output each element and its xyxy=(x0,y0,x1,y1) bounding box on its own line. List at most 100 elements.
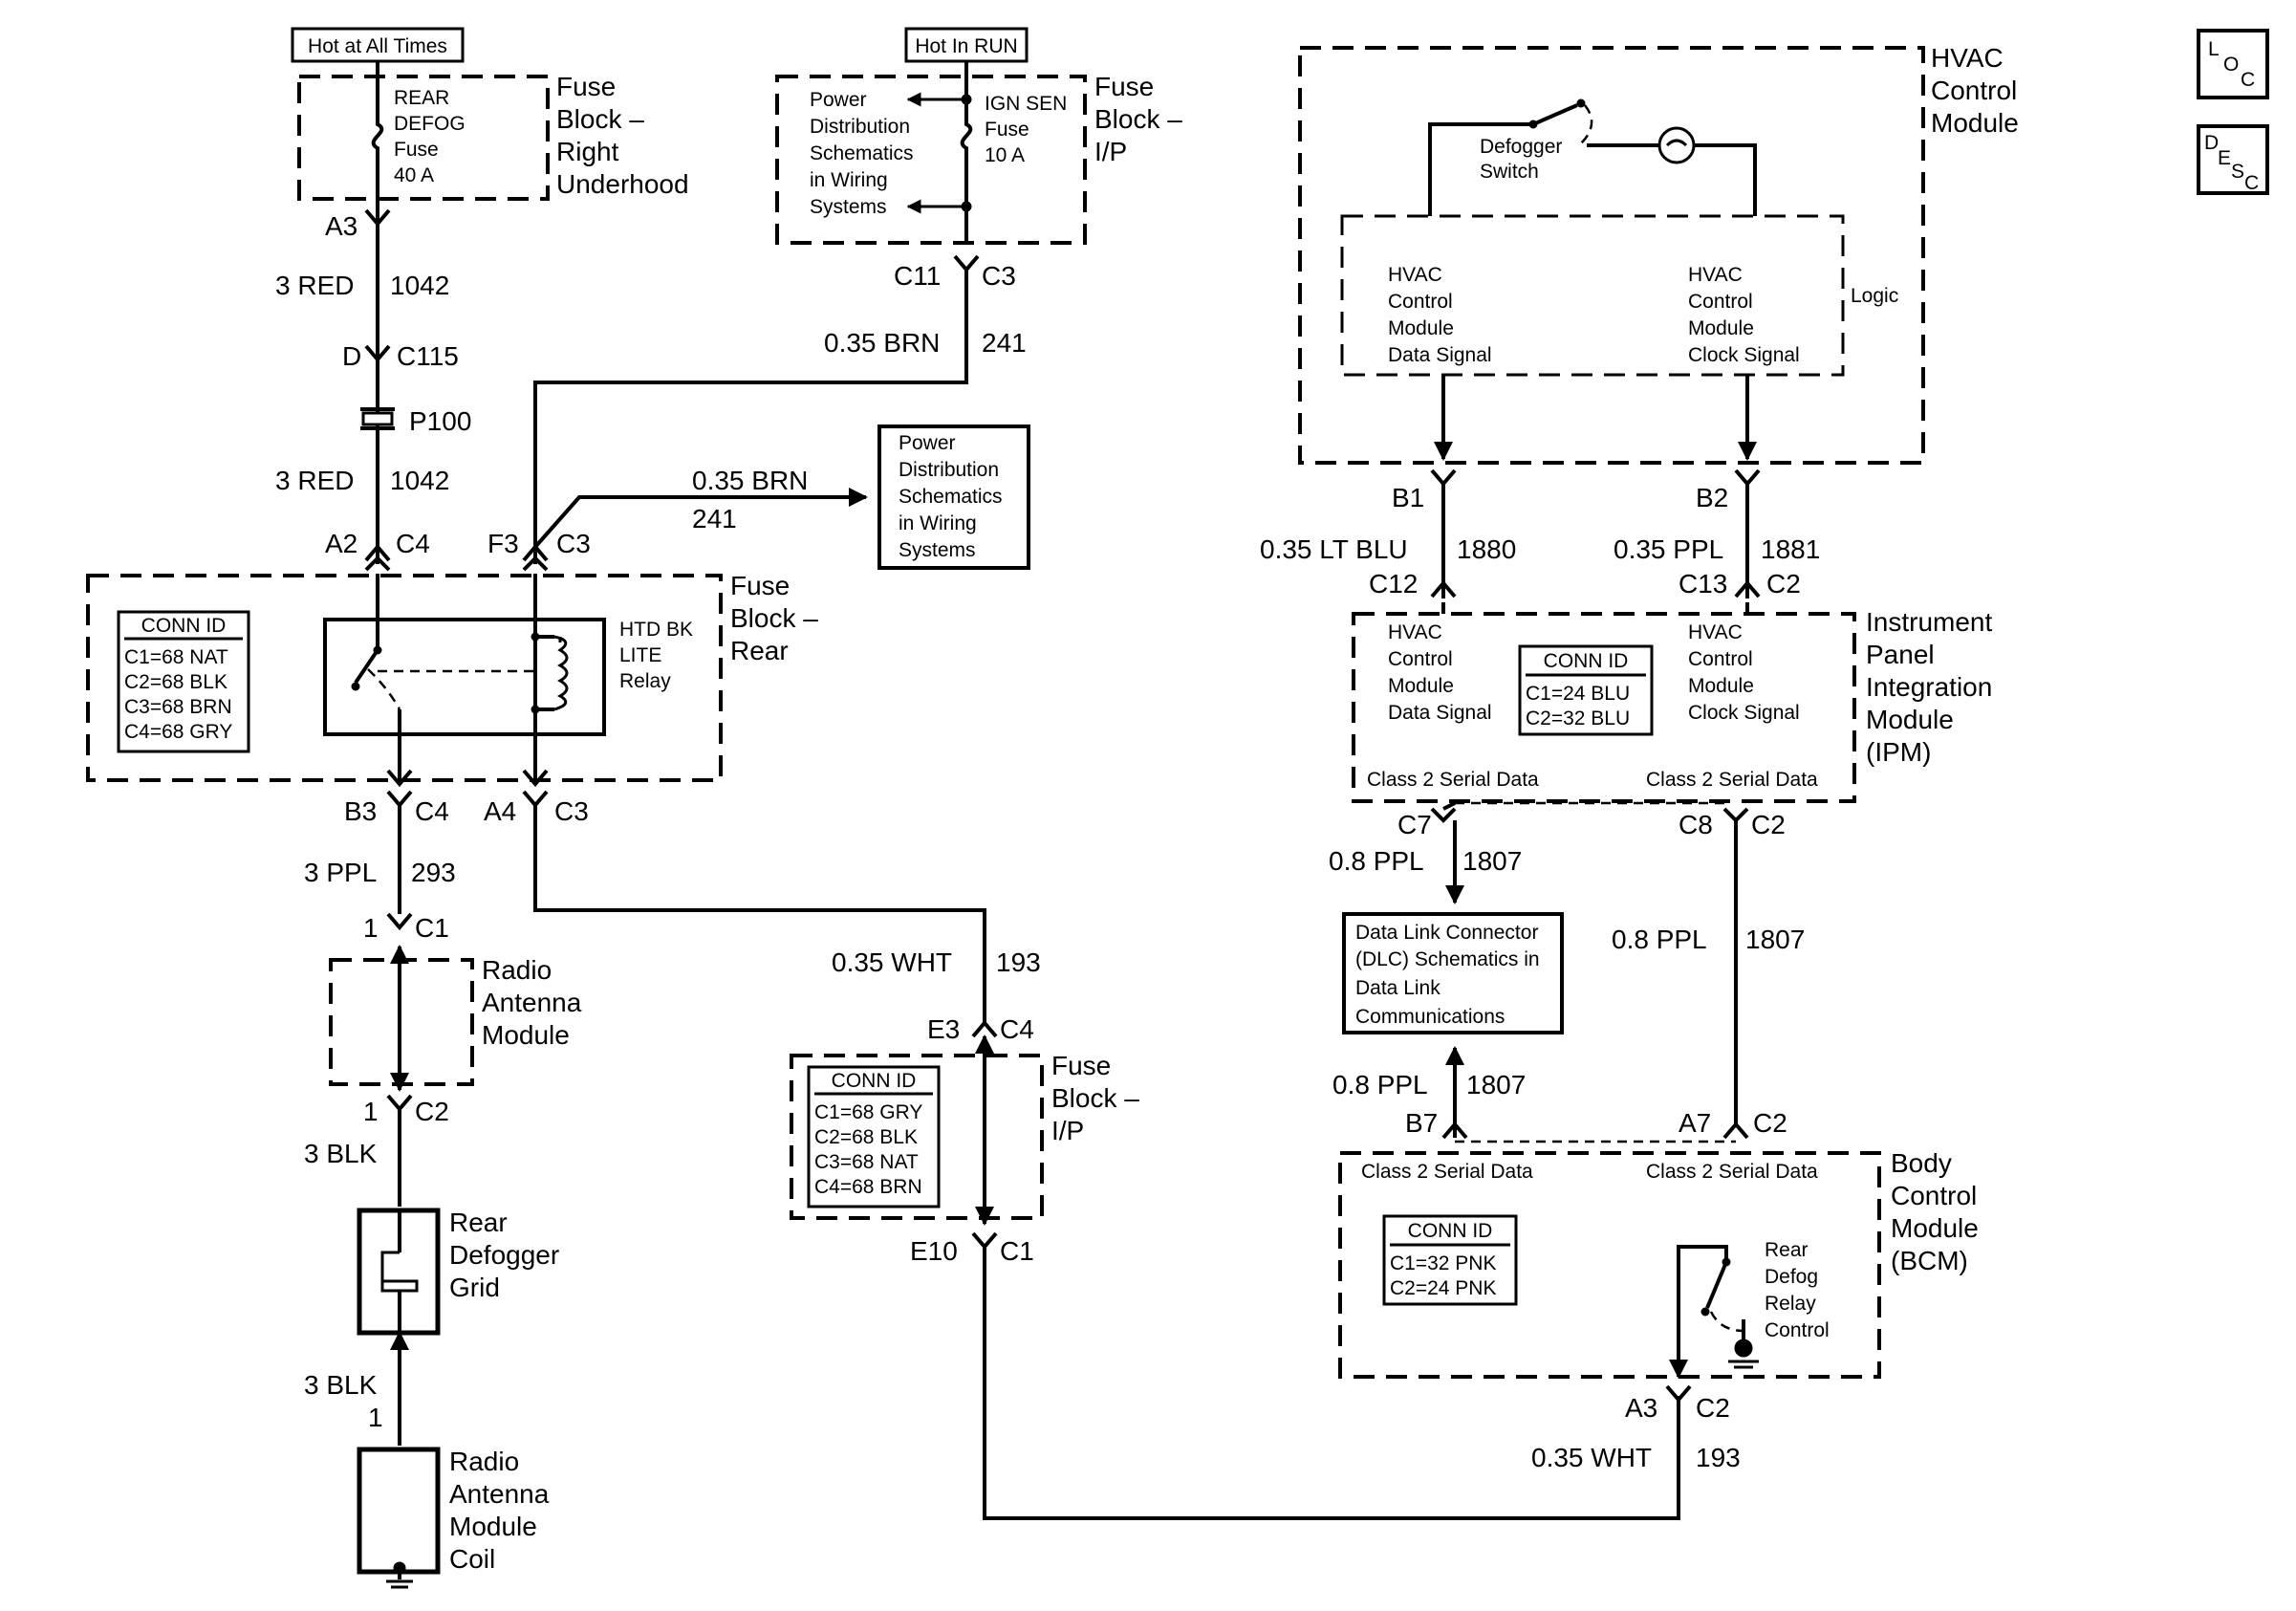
schematic-label: Data Signal xyxy=(1388,344,1492,366)
schematic-label: Block – xyxy=(1094,104,1182,134)
schematic-label: Communications xyxy=(1355,1006,1505,1028)
schematic-label: C2=24 PNK xyxy=(1390,1277,1496,1299)
schematic-label: Data Link Connector xyxy=(1355,922,1538,944)
schematic-label: Instrument xyxy=(1866,607,1992,637)
schematic-label: Systems xyxy=(899,539,976,561)
schematic-label: I/P xyxy=(1094,137,1127,166)
schematic-label: C4=68 BRN xyxy=(814,1176,922,1198)
loc-icon[interactable]: L O C xyxy=(2197,29,2269,99)
schematic-label: Grid xyxy=(449,1273,500,1302)
schematic-label: Control xyxy=(1931,76,2017,105)
schematic-label: Radio xyxy=(482,955,552,985)
schematic-label: CONN ID xyxy=(832,1070,917,1092)
desc-icon[interactable]: D E S C xyxy=(2197,124,2269,195)
schematic-label: C2=68 BLK xyxy=(814,1126,918,1148)
schematic-label: Module xyxy=(1688,675,1754,697)
schematic-label: Schematics xyxy=(899,486,1003,508)
schematic-label: Defogger xyxy=(449,1240,559,1270)
schematic-label: 3 BLK xyxy=(304,1139,378,1168)
schematic-label: 1807 xyxy=(1466,1070,1526,1099)
schematic-label: Logic xyxy=(1851,285,1898,307)
schematic-label: Block – xyxy=(556,104,644,134)
schematic-label: Control xyxy=(1388,648,1453,670)
conn-id-box-ip: CONN ID C1=68 GRY C2=68 BLK C3=68 NAT C4… xyxy=(807,1065,941,1208)
schematic-label: in Wiring xyxy=(810,169,888,191)
schematic-label: C2 xyxy=(1753,1108,1787,1138)
schematic-label: 1 xyxy=(363,913,379,943)
schematic-label: 1881 xyxy=(1761,534,1820,564)
schematic-label: 3 RED xyxy=(275,271,354,300)
schematic-label: 241 xyxy=(982,328,1027,358)
dlc-ref-box: Data Link Connector (DLC) Schematics in … xyxy=(1342,912,1564,1034)
schematic-label: 0.35 BRN xyxy=(824,328,940,358)
schematic-label: Body xyxy=(1891,1148,1952,1178)
schematic-label: C2=32 BLU xyxy=(1526,708,1630,729)
schematic-label: Panel xyxy=(1866,640,1935,669)
relay-coil-icon xyxy=(553,635,569,711)
schematic-label: CONN ID xyxy=(141,615,227,637)
schematic-label: Switch xyxy=(1480,161,1539,183)
schematic-label: C1 xyxy=(1000,1236,1034,1266)
schematic-label: 241 xyxy=(692,504,737,533)
schematic-label: Control xyxy=(1388,291,1453,313)
schematic-label: 0.35 LT BLU xyxy=(1260,534,1408,564)
fuse-block-right-underhood: Fuse Block – Right Underhood REAR DEFOG … xyxy=(297,72,689,201)
schematic-label: Module xyxy=(1388,675,1454,697)
schematic-label: Hot at All Times xyxy=(308,35,447,57)
schematic-label: D xyxy=(342,341,361,371)
schematic-label: 3 PPL xyxy=(304,858,377,887)
rear-defogger-grid: Rear Defogger Grid xyxy=(357,1208,559,1336)
schematic-label: 0.35 BRN xyxy=(692,466,808,495)
schematic-label: Power xyxy=(810,89,867,111)
schematic-label: Radio xyxy=(449,1447,519,1476)
schematic-label: Antenna xyxy=(449,1479,550,1509)
schematic-label: 1807 xyxy=(1745,925,1805,954)
schematic-label: Rear xyxy=(1765,1239,1809,1261)
schematic-label: Module xyxy=(1388,317,1454,339)
schematic-label: Fuse xyxy=(556,72,616,101)
schematic-label: HVAC xyxy=(1388,264,1442,286)
schematic-label: C2 xyxy=(1751,810,1786,839)
schematic-label: Coil xyxy=(449,1544,495,1574)
schematic-label: Control xyxy=(1688,648,1753,670)
schematic-label: Fuse xyxy=(1051,1051,1111,1080)
schematic-label: Module xyxy=(1866,705,1954,734)
schematic-label: A3 xyxy=(1625,1393,1657,1423)
schematic-label: Hot In RUN xyxy=(915,35,1017,57)
fuse-icon xyxy=(371,76,384,201)
radio-antenna-module: Radio Antenna Module xyxy=(329,945,582,1092)
schematic-label: F3 xyxy=(487,529,519,558)
schematic-label: (BCM) xyxy=(1891,1246,1968,1275)
schematic-label: CONN ID xyxy=(1408,1220,1493,1242)
schematic-label: E10 xyxy=(910,1236,958,1266)
schematic-label: Class 2 Serial Data xyxy=(1646,1161,1818,1183)
schematic-label: Control xyxy=(1765,1319,1830,1341)
schematic-label: 10 A xyxy=(985,144,1025,166)
schematic-label: 1807 xyxy=(1462,846,1522,876)
schematic-label: Fuse xyxy=(1094,72,1154,101)
schematic-label: LITE xyxy=(619,644,661,666)
schematic-label: Clock Signal xyxy=(1688,702,1800,724)
hvac-control-module: HVAC Control Module Defogger Switch HVAC… xyxy=(1298,43,2019,465)
schematic-label: B2 xyxy=(1696,483,1728,512)
schematic-label: 40 A xyxy=(394,164,434,186)
schematic-label: 0.8 PPL xyxy=(1612,925,1707,954)
schematic-label: 3 RED xyxy=(275,466,354,495)
conn-id-box-bcm: CONN ID C1=32 PNK C2=24 PNK xyxy=(1382,1214,1518,1306)
schematic-label: 1880 xyxy=(1457,534,1516,564)
schematic-label: C11 xyxy=(894,261,941,291)
schematic-label: Block – xyxy=(1051,1083,1139,1113)
schematic-label: Defog xyxy=(1765,1266,1818,1288)
schematic-label: A7 xyxy=(1679,1108,1711,1138)
schematic-label: HTD BK xyxy=(619,619,693,641)
conn-id-box-ipm: CONN ID C1=24 BLU C2=32 BLU xyxy=(1518,644,1654,736)
hot-in-run-header: Hot In RUN xyxy=(904,27,1029,63)
schematic-label: C2 xyxy=(1696,1393,1730,1423)
schematic-label: Rear xyxy=(449,1208,508,1237)
schematic-label: 0.8 PPL xyxy=(1332,1070,1428,1099)
schematic-label: C115 xyxy=(397,341,459,371)
power-distribution-ref-box: Power Distribution Schematics in Wiring … xyxy=(877,425,1030,570)
schematic-label: 0.8 PPL xyxy=(1329,846,1424,876)
schematic-label: Schematics xyxy=(810,142,914,164)
fuse-block-ip-bottom: Fuse Block – I/P CONN ID C1=68 GRY C2=68… xyxy=(790,1034,1139,1226)
